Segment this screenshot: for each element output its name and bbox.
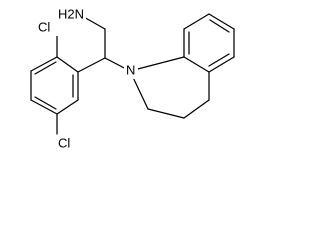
ring-nitrogen-label: N (126, 62, 135, 77)
sat-ring-bond-n-fusion-top (129, 56, 185, 72)
chloro-bottom-label-mask (56, 136, 78, 152)
benzo-double-bond-3 (208, 53, 230, 67)
phenyl-bond-5 (56, 99, 79, 115)
amine-label-mask (56, 7, 86, 23)
atom-labels: H2N Cl Cl N (36, 6, 138, 152)
phenyl-double-bond-2 (34, 96, 57, 110)
phenyl-bond-4 (30, 99, 58, 115)
phenyl-double-bond-1 (34, 61, 57, 75)
chloro-bottom-label: Cl (58, 135, 70, 150)
amine-label: H2N (58, 6, 84, 21)
sat-ring-bond-ch2-ch2b (183, 99, 210, 119)
chemical-structure-diagram: H2N Cl Cl N (30, 6, 235, 152)
benzo-bond-1 (183, 56, 210, 73)
benzo-bond-6 (208, 56, 235, 73)
benzo-bond-4 (208, 13, 235, 30)
chloro-top-label: Cl (38, 19, 50, 34)
benzo-bond-3 (183, 13, 210, 30)
bond-ch-phenyl (77, 57, 106, 73)
ring-nitrogen-label-mask (124, 63, 138, 79)
sat-ring-bond-ch2-ch2 (147, 108, 185, 119)
chloro-top-label-mask (36, 20, 58, 36)
benzo-double-bond-2 (209, 19, 230, 33)
phenyl-bond-2 (30, 56, 58, 72)
phenyl-bond-1 (56, 56, 79, 73)
